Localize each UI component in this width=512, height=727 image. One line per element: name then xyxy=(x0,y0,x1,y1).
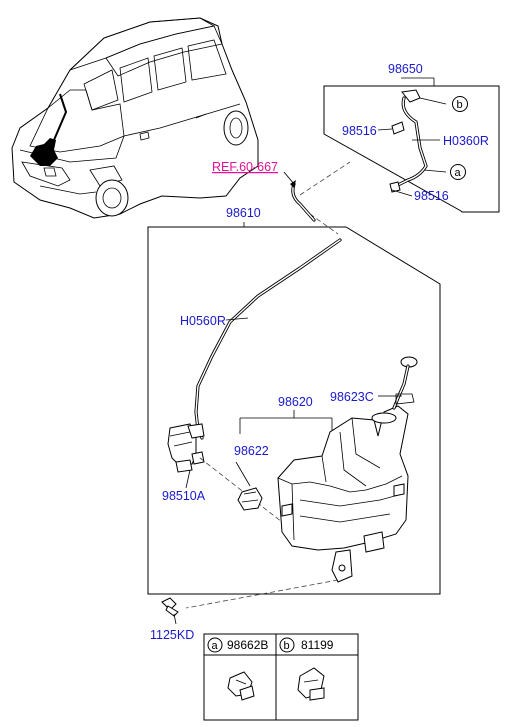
legend-a-letter: a xyxy=(212,640,219,652)
legend-table: a 98662B b 81199 xyxy=(203,633,359,721)
label-98510a: 98510A xyxy=(162,489,206,503)
legend-a-part-number: 98662B xyxy=(227,638,268,652)
reservoir-assembly-group xyxy=(147,222,441,595)
hose-clip-b-icon xyxy=(297,667,325,701)
label-98620: 98620 xyxy=(278,395,313,409)
label-98623c: 98623C xyxy=(330,390,374,404)
tank-location-highlight xyxy=(30,138,58,166)
label-98650: 98650 xyxy=(388,62,423,76)
washer-pump xyxy=(167,423,205,473)
callout-a-letter: a xyxy=(455,167,462,179)
car-illustration xyxy=(11,17,259,219)
bolt xyxy=(161,597,179,625)
reference-pipe xyxy=(283,171,316,222)
callout-a-circle xyxy=(450,164,466,180)
callout-b-letter: b xyxy=(457,99,463,111)
callout-b-circle xyxy=(452,96,468,112)
legend-b-letter: b xyxy=(284,640,290,652)
label-98516-lower: 98516 xyxy=(414,189,449,203)
label-h0360r: H0360R xyxy=(443,134,489,148)
grommet xyxy=(237,487,263,511)
washer-reservoir xyxy=(277,356,418,583)
label-h0560r: H0560R xyxy=(180,314,226,328)
nozzle-hose-group: b a xyxy=(323,77,500,213)
label-98622: 98622 xyxy=(234,444,269,458)
hose-clip-a-icon xyxy=(227,671,255,701)
label-1125kd: 1125KD xyxy=(150,628,194,642)
label-98610: 98610 xyxy=(226,206,261,220)
label-ref-60-667: REF.60-667 xyxy=(212,160,278,174)
label-98516-upper: 98516 xyxy=(342,124,377,138)
legend-b-part-number: 81199 xyxy=(301,638,334,652)
